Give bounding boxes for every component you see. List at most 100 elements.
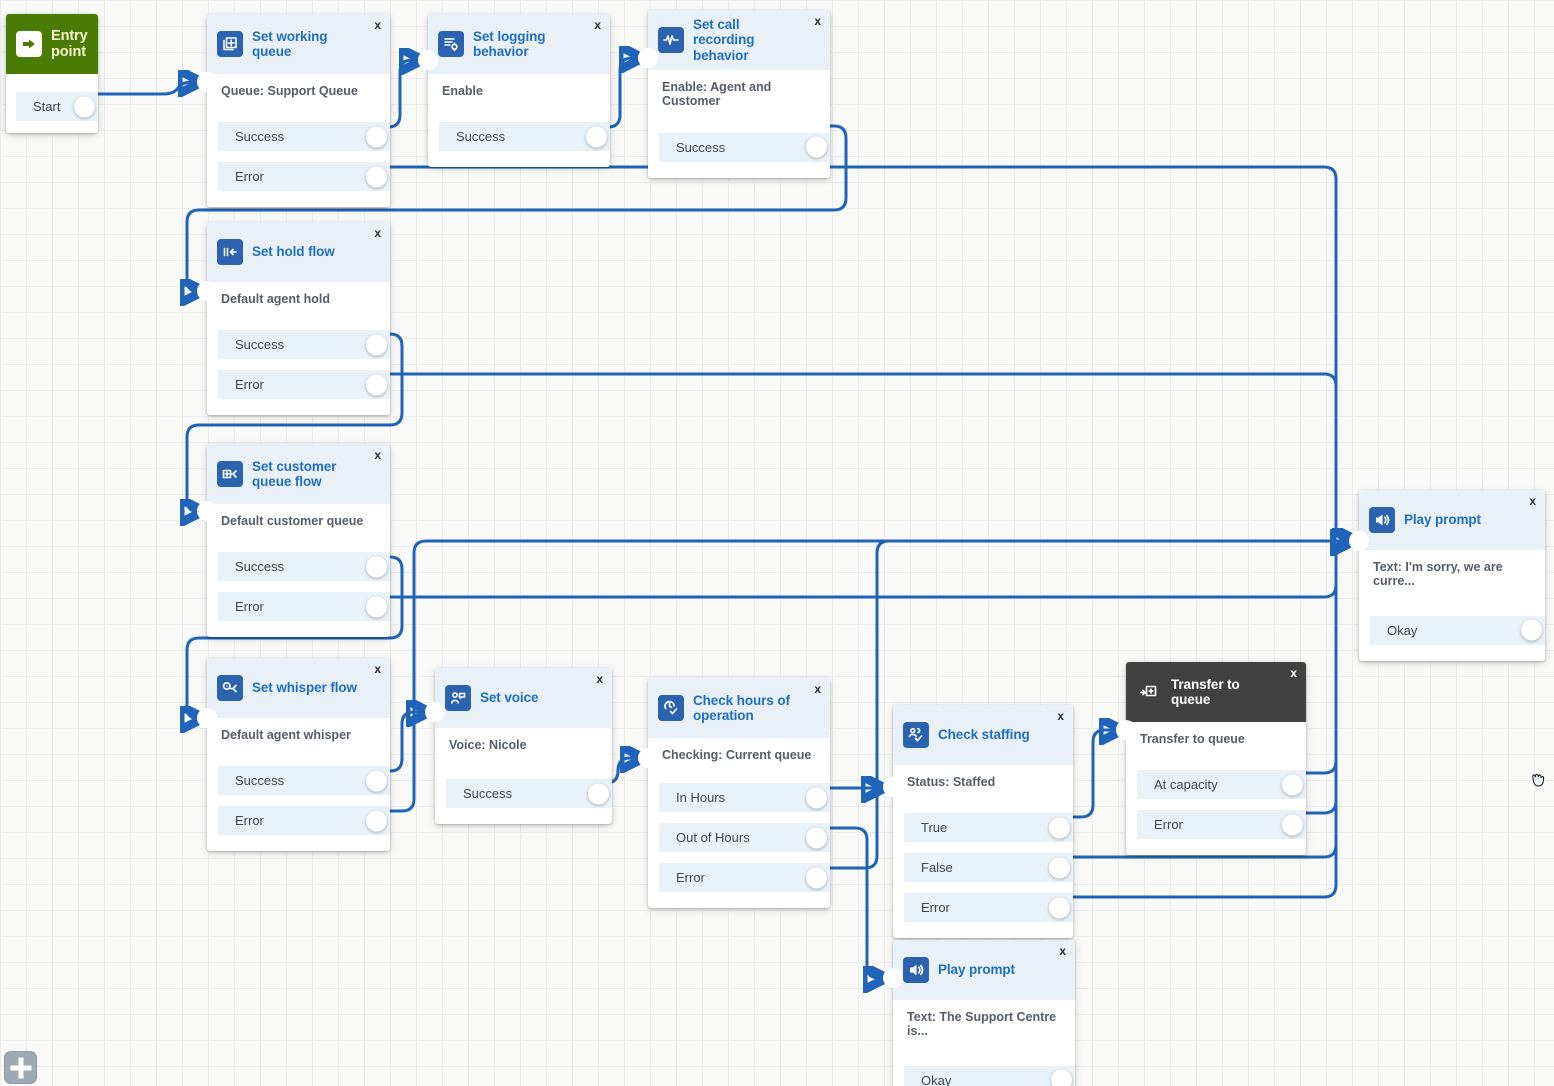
input-port[interactable] xyxy=(197,281,217,301)
close-icon[interactable]: x xyxy=(374,18,381,32)
block-set-logging-behavior[interactable]: Set logging behavior x Enable Success xyxy=(418,14,610,168)
close-icon[interactable]: x xyxy=(1290,666,1297,680)
output-port[interactable] xyxy=(366,556,387,578)
output-row-false: False xyxy=(904,853,1073,883)
input-port[interactable] xyxy=(638,748,658,768)
block-title: Set working queue xyxy=(252,28,328,59)
output-port[interactable] xyxy=(366,334,387,356)
close-icon[interactable]: x xyxy=(814,682,821,696)
block-title: Entry point xyxy=(51,27,88,60)
output-row-okay: Okay xyxy=(904,1065,1075,1086)
output-port[interactable] xyxy=(1051,1069,1072,1086)
output-port[interactable] xyxy=(366,374,387,396)
block-summary: Voice: Nicole xyxy=(449,738,527,752)
block-set-whisper-flow[interactable]: Set whisper flow x Default agent whisper… xyxy=(197,658,390,852)
block-header: Play prompt x xyxy=(1359,490,1545,550)
block-summary: Transfer to queue xyxy=(1140,732,1245,746)
output-port[interactable] xyxy=(74,96,95,117)
block-header: Set whisper flow x xyxy=(207,658,390,718)
close-icon[interactable]: x xyxy=(596,672,603,686)
input-port[interactable] xyxy=(883,968,903,988)
close-icon[interactable]: x xyxy=(374,226,381,240)
input-port[interactable] xyxy=(197,501,217,521)
block-header: Transfer to queue x xyxy=(1126,662,1306,722)
block-set-customer-queue-flow[interactable]: Set customer queue flow x Default custom… xyxy=(197,444,390,638)
block-set-call-recording-behavior[interactable]: Set call recording behavior x Enable: Ag… xyxy=(638,10,830,178)
output-row-in-hours: In Hours xyxy=(659,783,830,813)
connection-workingqueue-error xyxy=(377,165,1350,540)
close-icon[interactable]: x xyxy=(374,448,381,462)
block-header: Set voice x xyxy=(435,668,612,728)
block-title: Set whisper flow xyxy=(252,680,357,696)
output-port[interactable] xyxy=(586,126,607,148)
output-port[interactable] xyxy=(588,783,609,805)
play-prompt-icon xyxy=(1369,507,1395,533)
output-port[interactable] xyxy=(1049,817,1070,839)
output-row-out-of-hours: Out of Hours xyxy=(659,823,830,853)
input-port[interactable] xyxy=(418,50,438,70)
output-port[interactable] xyxy=(366,810,387,832)
connection-whisper-success xyxy=(377,712,424,773)
connection-hold-error xyxy=(377,372,1350,540)
output-row-error: Error xyxy=(659,863,830,893)
output-port[interactable] xyxy=(366,126,387,148)
connection-workingqueue-success xyxy=(377,60,417,129)
block-set-hold-flow[interactable]: Set hold flow x Default agent hold Succe… xyxy=(197,222,390,416)
output-port[interactable] xyxy=(366,770,387,792)
input-port[interactable] xyxy=(197,708,217,728)
connection-customerqueue-error xyxy=(377,540,1350,599)
input-port[interactable] xyxy=(1116,720,1136,740)
block-summary: Default agent whisper xyxy=(221,728,351,742)
output-label: False xyxy=(921,860,953,876)
output-label: At capacity xyxy=(1154,777,1218,793)
output-port[interactable] xyxy=(366,596,387,618)
output-label: Success xyxy=(235,337,285,353)
output-label: Error xyxy=(235,377,264,393)
output-row-error: Error xyxy=(218,370,390,400)
output-port[interactable] xyxy=(1521,619,1542,641)
block-set-working-queue[interactable]: Set working queue x Queue: Support Queue… xyxy=(197,14,390,208)
connection-transfer-error xyxy=(1293,540,1350,815)
output-port[interactable] xyxy=(806,787,827,809)
input-port[interactable] xyxy=(425,702,445,722)
output-row-error: Error xyxy=(218,592,390,622)
connection-logging-success xyxy=(597,58,637,129)
set-customer-queue-flow-icon xyxy=(217,461,243,487)
block-check-hours-of-operation[interactable]: Check hours of operation x Checking: Cur… xyxy=(638,678,830,909)
output-port[interactable] xyxy=(806,867,827,889)
output-port[interactable] xyxy=(1282,774,1303,796)
input-port[interactable] xyxy=(638,48,658,68)
output-port[interactable] xyxy=(1049,897,1070,919)
close-icon[interactable]: x xyxy=(1059,944,1066,958)
output-label: Success xyxy=(676,139,726,155)
block-check-staffing[interactable]: Check staffing x Status: Staffed True Fa… xyxy=(883,705,1073,939)
input-port[interactable] xyxy=(1349,531,1369,551)
output-port[interactable] xyxy=(1049,857,1070,879)
input-port[interactable] xyxy=(883,777,903,797)
block-play-prompt-capacity[interactable]: Play prompt x Text: I'm sorry, we are cu… xyxy=(1349,490,1545,661)
block-set-voice[interactable]: Set voice x Voice: Nicole Success xyxy=(425,668,612,825)
output-port[interactable] xyxy=(806,827,827,849)
output-port[interactable] xyxy=(806,136,827,158)
close-icon[interactable]: x xyxy=(594,18,601,32)
output-row-success: Success xyxy=(446,779,612,809)
block-play-prompt-closed[interactable]: Play prompt x Text: The Support Centre i… xyxy=(883,940,1075,1086)
block-summary: Status: Staffed xyxy=(907,775,996,789)
block-header: Set working queue x xyxy=(207,14,390,74)
block-summary: Text: The Support Centre is... xyxy=(907,1010,1057,1039)
output-label: Error xyxy=(1154,817,1183,833)
input-port[interactable] xyxy=(197,72,217,92)
output-port[interactable] xyxy=(366,166,387,188)
close-icon[interactable]: x xyxy=(374,662,381,676)
block-entry-point[interactable]: Entry point Start xyxy=(6,14,98,133)
output-port[interactable] xyxy=(1282,814,1303,836)
output-row-success: Success xyxy=(218,330,390,360)
close-icon[interactable]: x xyxy=(1057,709,1064,723)
block-header: Check hours of operation x xyxy=(648,678,830,738)
block-header: Set customer queue flow x xyxy=(207,444,390,504)
close-icon[interactable]: x xyxy=(814,14,821,28)
block-transfer-to-queue[interactable]: Transfer to queue x Transfer to queue At… xyxy=(1116,662,1306,856)
add-block-button[interactable] xyxy=(4,1051,37,1084)
close-icon[interactable]: x xyxy=(1529,494,1536,508)
